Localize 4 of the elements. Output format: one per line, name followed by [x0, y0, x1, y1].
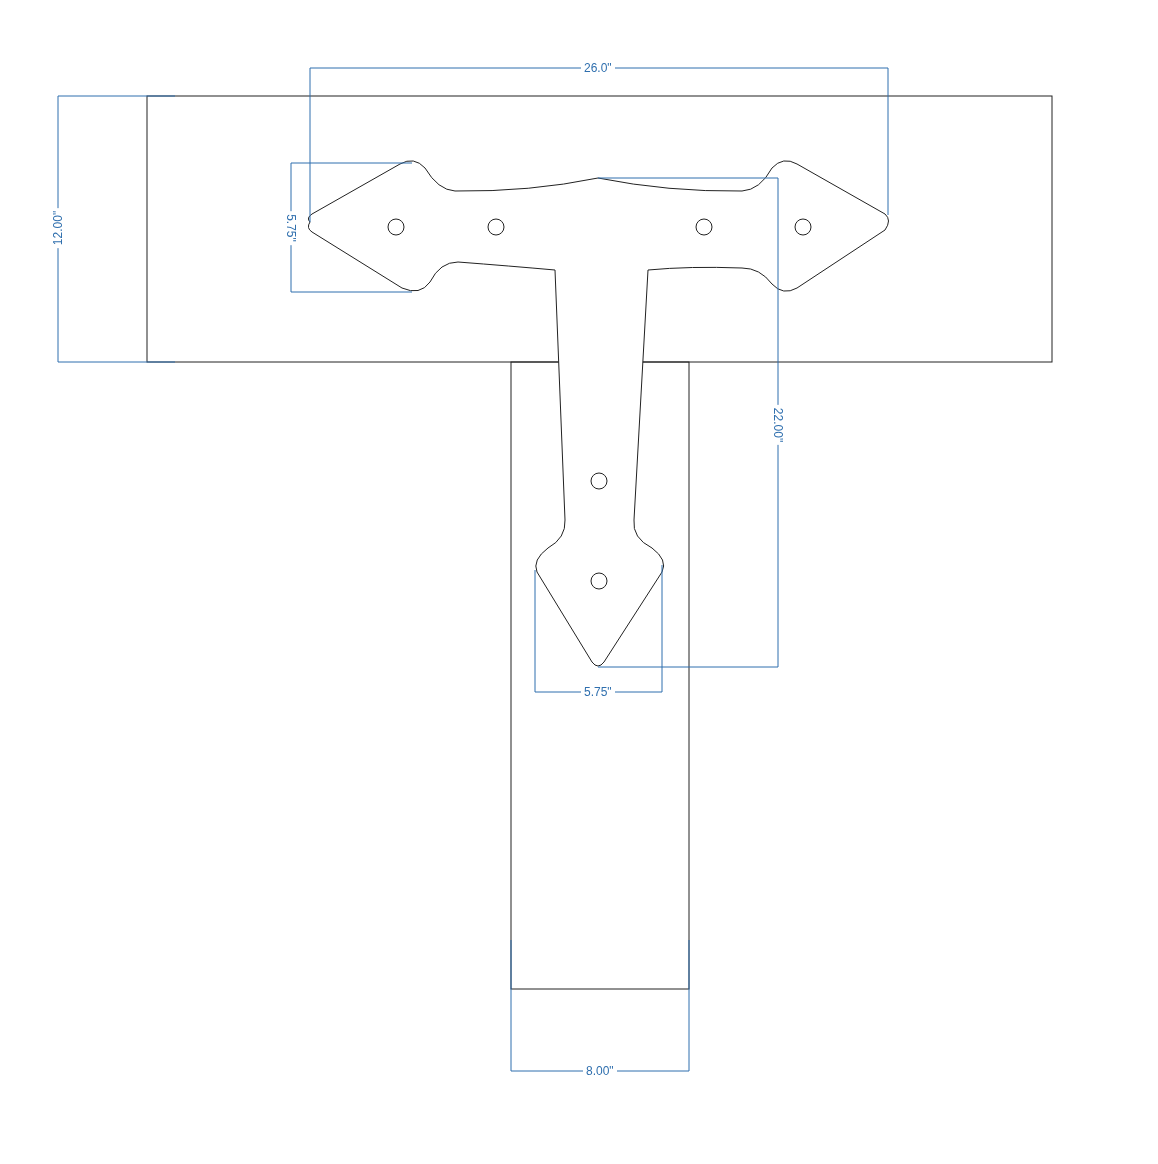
dimension-label: 8.00" — [583, 1064, 617, 1078]
dimension-label: 5.75" — [581, 685, 615, 699]
dimension-label: 26.0" — [581, 61, 615, 75]
dimension-label: 22.00" — [771, 404, 786, 446]
